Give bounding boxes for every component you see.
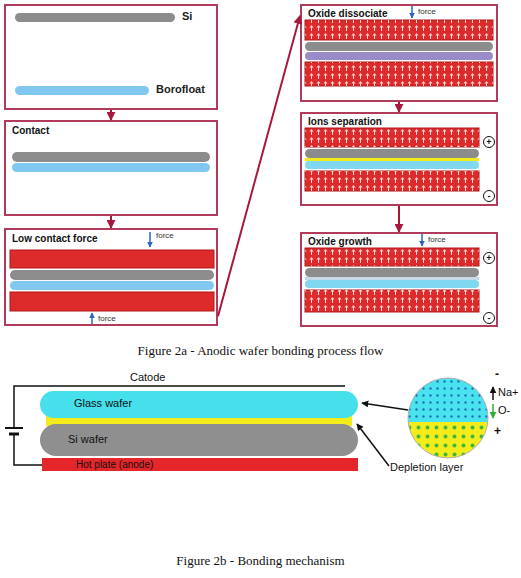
press-plate (305, 248, 479, 266)
glass-bar (15, 86, 149, 95)
force-arrow (149, 232, 151, 247)
si-bar (305, 268, 479, 277)
node-label: Glass wafer (74, 397, 132, 410)
flow-arrow (110, 110, 112, 120)
flow-arrow (218, 16, 300, 316)
step-panel: Low contact force force force (4, 228, 218, 326)
si-bar (305, 42, 493, 51)
hot-plate: Hot plate (anode) (42, 458, 358, 471)
step-panel: Oxide growth force + - (300, 232, 498, 327)
flow-arrow (398, 102, 400, 112)
figure-caption: Figure 2a - Anodic wafer bonding process… (0, 343, 521, 359)
press-plate (305, 290, 479, 312)
ion-arrow (492, 387, 494, 400)
si-wafer: Si wafer (40, 424, 358, 456)
polarity-sign: + (494, 424, 501, 438)
field-pattern (305, 62, 493, 86)
field-pattern (305, 248, 479, 266)
zoom-circle (408, 378, 488, 458)
polarity-sign: - (483, 312, 495, 324)
anode-wire (14, 434, 42, 465)
node-label: Borofloat (156, 83, 205, 96)
leader-arrow (362, 403, 408, 410)
step-panel: Ions separation + - (300, 112, 498, 206)
glass-bar (305, 161, 479, 169)
polarity-sign: - (495, 367, 499, 381)
field-pattern (305, 128, 479, 147)
flow-arrow (398, 206, 400, 232)
step-panel: SiBorofloat (4, 4, 218, 110)
field-pattern (305, 290, 479, 312)
glass-bar (12, 163, 210, 172)
node-label: Oxide growth (308, 236, 372, 248)
layer-label: Depletion layer (390, 461, 463, 474)
battery-symbol (5, 427, 23, 429)
figure-caption: Figure 2b - Bonding mechanism (0, 553, 521, 569)
polarity-sign: + (483, 252, 495, 264)
force-label: force (418, 7, 436, 17)
electrode-label: Catode (130, 371, 165, 384)
node-label: Oxide dissociate (308, 8, 387, 20)
step-panel: Oxide dissociate force (300, 4, 498, 102)
ion-label: Na+ (498, 386, 519, 399)
field-pattern (305, 171, 479, 191)
ion-label: O- (498, 404, 510, 417)
si-bar (305, 149, 479, 158)
glass-bar (305, 52, 493, 60)
oxide-layer (305, 277, 479, 280)
depletion-layer (305, 158, 479, 161)
glass-bar (305, 280, 479, 288)
force-arrow (411, 4, 413, 18)
press-plate (305, 171, 479, 191)
press-plate (10, 250, 214, 268)
node-label: Ions separation (308, 116, 382, 128)
force-label: force (156, 231, 174, 241)
node-label: Si wafer (68, 433, 108, 446)
si-bar (12, 152, 210, 162)
ion-arrow (492, 404, 494, 418)
si-bar (15, 13, 175, 22)
leader-arrow (357, 424, 389, 466)
si-bar (10, 270, 214, 280)
polarity-sign: + (483, 136, 495, 148)
battery-symbol (9, 433, 19, 436)
zoom-outline (408, 378, 488, 458)
node-label: Low contact force (12, 233, 98, 245)
step-panel: Contact (4, 120, 218, 216)
node-label: Si (182, 10, 192, 23)
glass-bar (10, 281, 214, 290)
node-label: Contact (12, 125, 49, 137)
press-plate (305, 20, 493, 40)
polarity-sign: - (483, 190, 495, 202)
glass-wafer: Glass wafer (40, 391, 358, 418)
node-label: Hot plate (anode) (76, 458, 153, 471)
force-arrow (421, 232, 423, 246)
press-plate (305, 62, 493, 86)
force-label: force (428, 235, 446, 245)
press-plate (10, 292, 214, 311)
press-plate (305, 128, 479, 147)
force-label: force (98, 314, 116, 324)
field-pattern (305, 20, 493, 40)
flow-arrow (110, 216, 112, 228)
